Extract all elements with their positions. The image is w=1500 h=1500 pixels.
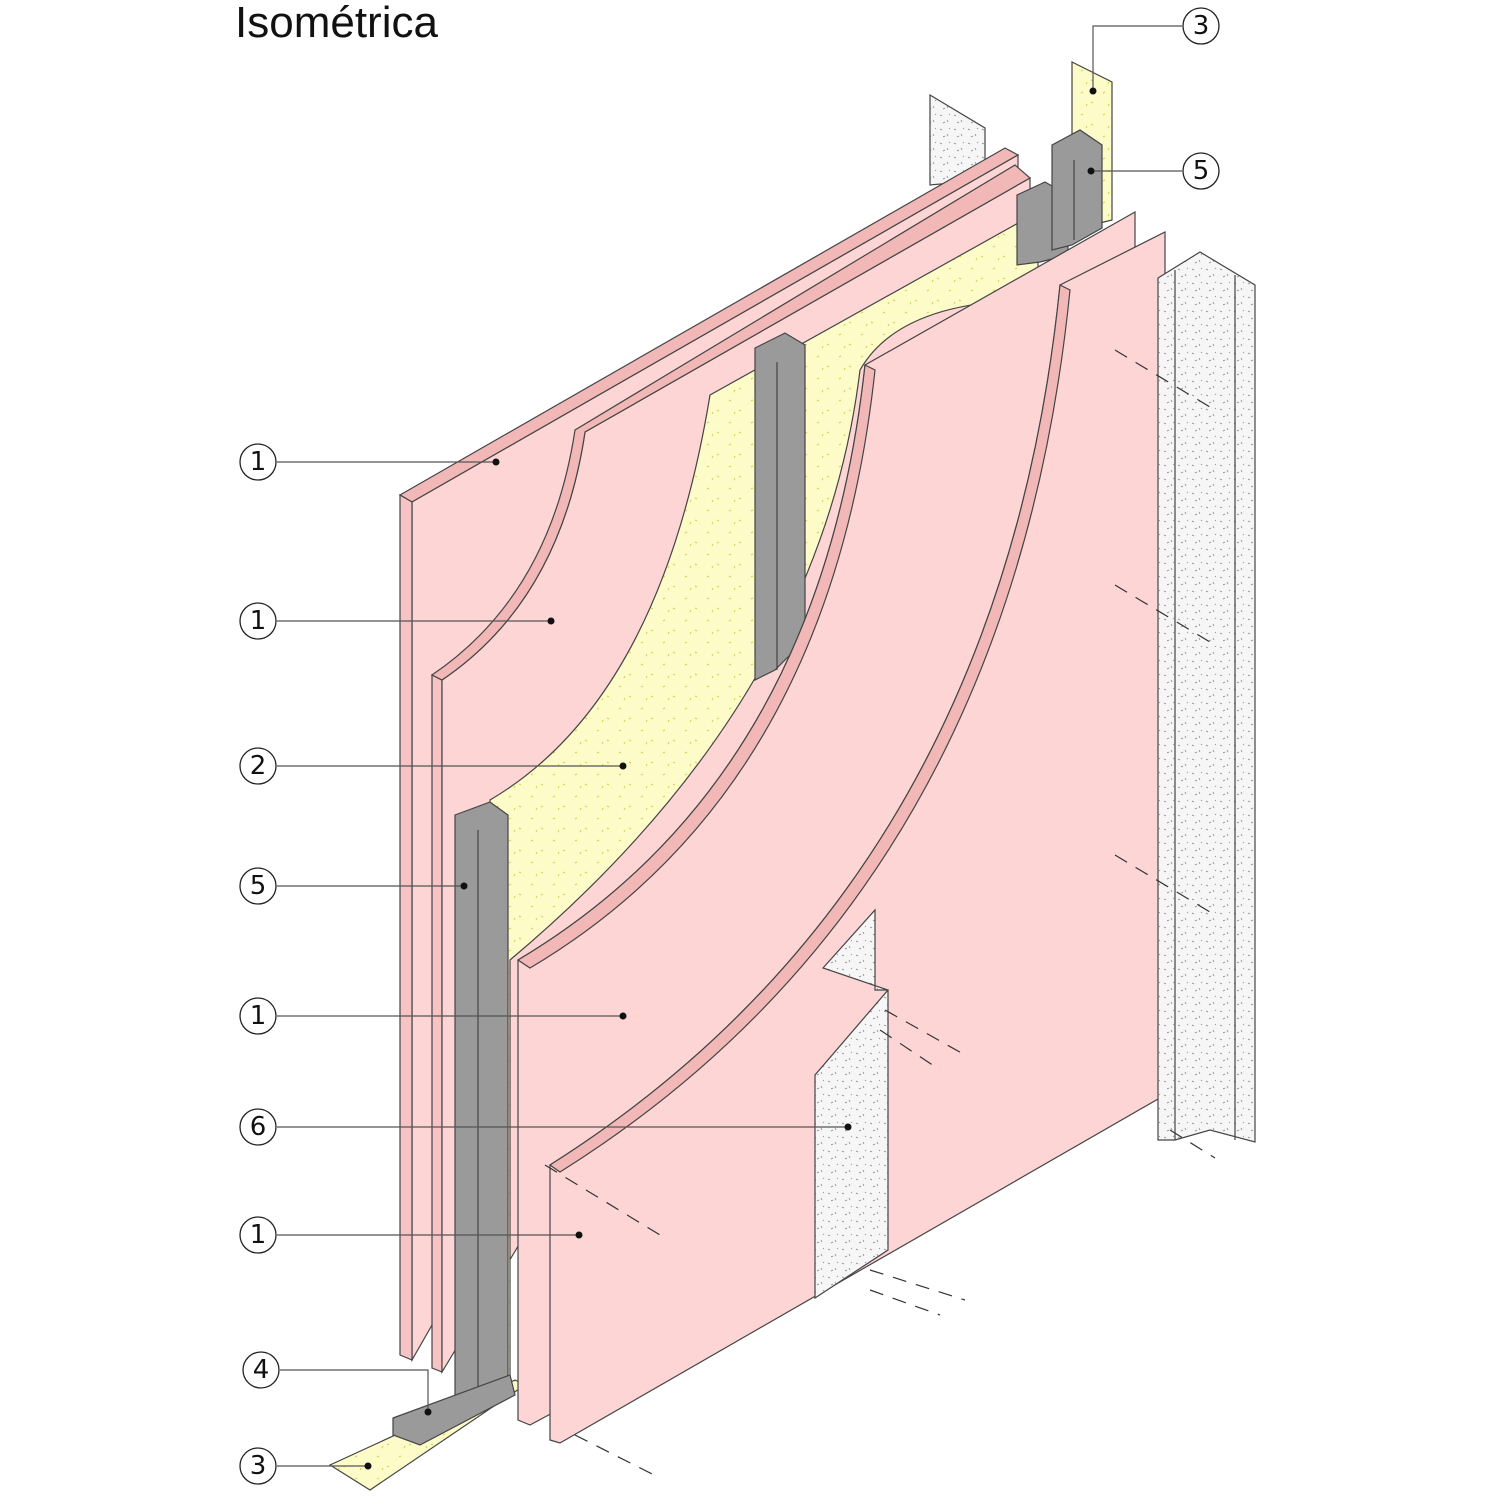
callout-label: 1 xyxy=(250,1001,267,1031)
callout-label: 4 xyxy=(253,1355,270,1385)
callout-label: 1 xyxy=(250,606,267,636)
screws xyxy=(544,349,1216,1479)
joint-patch xyxy=(814,908,890,1300)
callout-label: 3 xyxy=(250,1451,267,1481)
steel-stud-middle xyxy=(754,332,806,681)
bottom-track xyxy=(392,1374,516,1446)
callout-label: 5 xyxy=(250,871,267,901)
callout-label: 5 xyxy=(1193,156,1210,186)
callout-label: 3 xyxy=(1193,11,1210,41)
steel-stud-top-right xyxy=(1051,129,1103,251)
concrete-column-right xyxy=(1157,251,1256,1143)
callout-label: 6 xyxy=(250,1112,267,1142)
callout-label: 1 xyxy=(250,1220,267,1250)
callout-label: 1 xyxy=(250,447,267,477)
gypsum-board-front xyxy=(548,231,1166,1444)
diagram-title: Isométrica xyxy=(235,0,438,47)
steel-stud-left xyxy=(454,801,509,1401)
callout-label: 2 xyxy=(250,751,267,781)
